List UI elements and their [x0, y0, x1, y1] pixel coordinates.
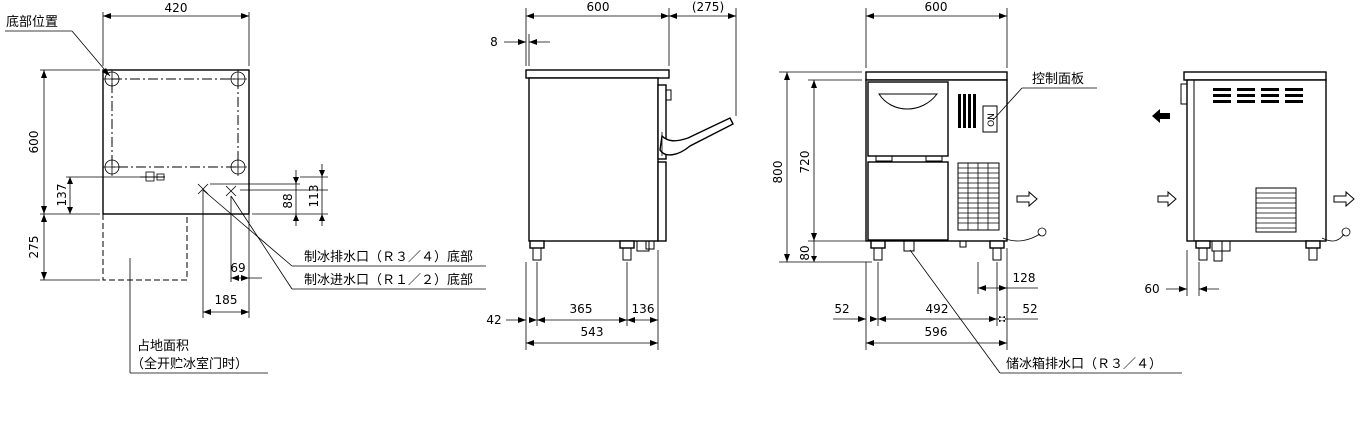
side-body — [528, 77, 659, 242]
intake-arrow-icon — [1157, 190, 1177, 208]
top-dim-width: 420 — [165, 1, 188, 15]
caster-centerlines — [111, 78, 239, 168]
label-bin-drain: 储冰箱排水口（Ｒ３／４） — [1006, 356, 1162, 372]
top-dim-depth: 600 — [27, 131, 41, 154]
top-dim-275: 275 — [27, 236, 41, 259]
side-dim-365: 365 — [570, 302, 593, 316]
rear-view: 60 — [1144, 71, 1355, 296]
rear-side-grille — [1255, 187, 1297, 233]
side-top-plate — [525, 69, 670, 79]
top-dim-69: 69 — [230, 261, 245, 275]
exhaust-arrow-right-icon — [1333, 190, 1355, 208]
label-ice-drain: 制冰排水口（Ｒ３／４）底部 — [304, 249, 473, 265]
top-dim-113: 113 — [307, 185, 321, 208]
front-lower-door — [867, 161, 949, 241]
front-top-plate — [865, 71, 1008, 81]
top-dim-185: 185 — [215, 293, 238, 307]
front-view: ON — [771, 0, 1182, 374]
top-view: 420 600 137 275 88 113 69 — [5, 1, 486, 374]
side-view: 600 (275) 8 42 365 136 543 — [486, 0, 737, 350]
front-upper-door — [867, 81, 949, 157]
front-lower-vent — [957, 162, 1000, 231]
drain-fitting-icon — [140, 171, 165, 182]
side-drain-hose — [659, 117, 734, 156]
side-dim-42: 42 — [486, 313, 501, 327]
label-control-panel: 控制面板 — [1032, 72, 1084, 87]
top-dim-88: 88 — [281, 193, 295, 208]
caster-circles — [103, 70, 247, 176]
side-dim-275: (275) — [692, 0, 724, 14]
label-footprint-line1: 占地面积 — [137, 339, 189, 354]
front-dim-80: 80 — [798, 245, 812, 260]
label-ice-inlet: 制冰进水口（Ｒ１／２）底部 — [304, 272, 473, 288]
rear-dim-60: 60 — [1144, 282, 1159, 296]
side-dim-600: 600 — [587, 0, 610, 14]
side-dim-543: 543 — [581, 325, 604, 339]
front-dim-596: 596 — [925, 325, 948, 339]
svg-text:ON: ON — [987, 113, 997, 127]
airflow-arrow-icon — [1016, 190, 1038, 208]
side-dim-136: 136 — [632, 302, 655, 316]
side-dim-8: 8 — [490, 35, 498, 49]
top-view-outline — [102, 69, 250, 215]
front-dim-800: 800 — [771, 161, 785, 184]
front-dim-52-right: 52 — [1022, 302, 1037, 316]
front-upper-vent — [958, 94, 976, 128]
front-dim-52-left: 52 — [834, 302, 849, 316]
rear-top-vent — [1213, 88, 1303, 103]
footprint-outline — [102, 214, 188, 281]
exhaust-arrow-left-icon — [1152, 109, 1170, 123]
control-panel — [982, 105, 998, 133]
label-bottom-position: 底部位置 — [6, 14, 58, 30]
front-dim-600: 600 — [925, 0, 948, 14]
front-dim-492: 492 — [926, 302, 949, 316]
front-dim-128: 128 — [1013, 271, 1036, 285]
label-footprint-line2: （全开贮冰室门时） — [131, 356, 248, 372]
top-dim-137: 137 — [55, 184, 69, 207]
front-dim-720: 720 — [798, 151, 812, 174]
